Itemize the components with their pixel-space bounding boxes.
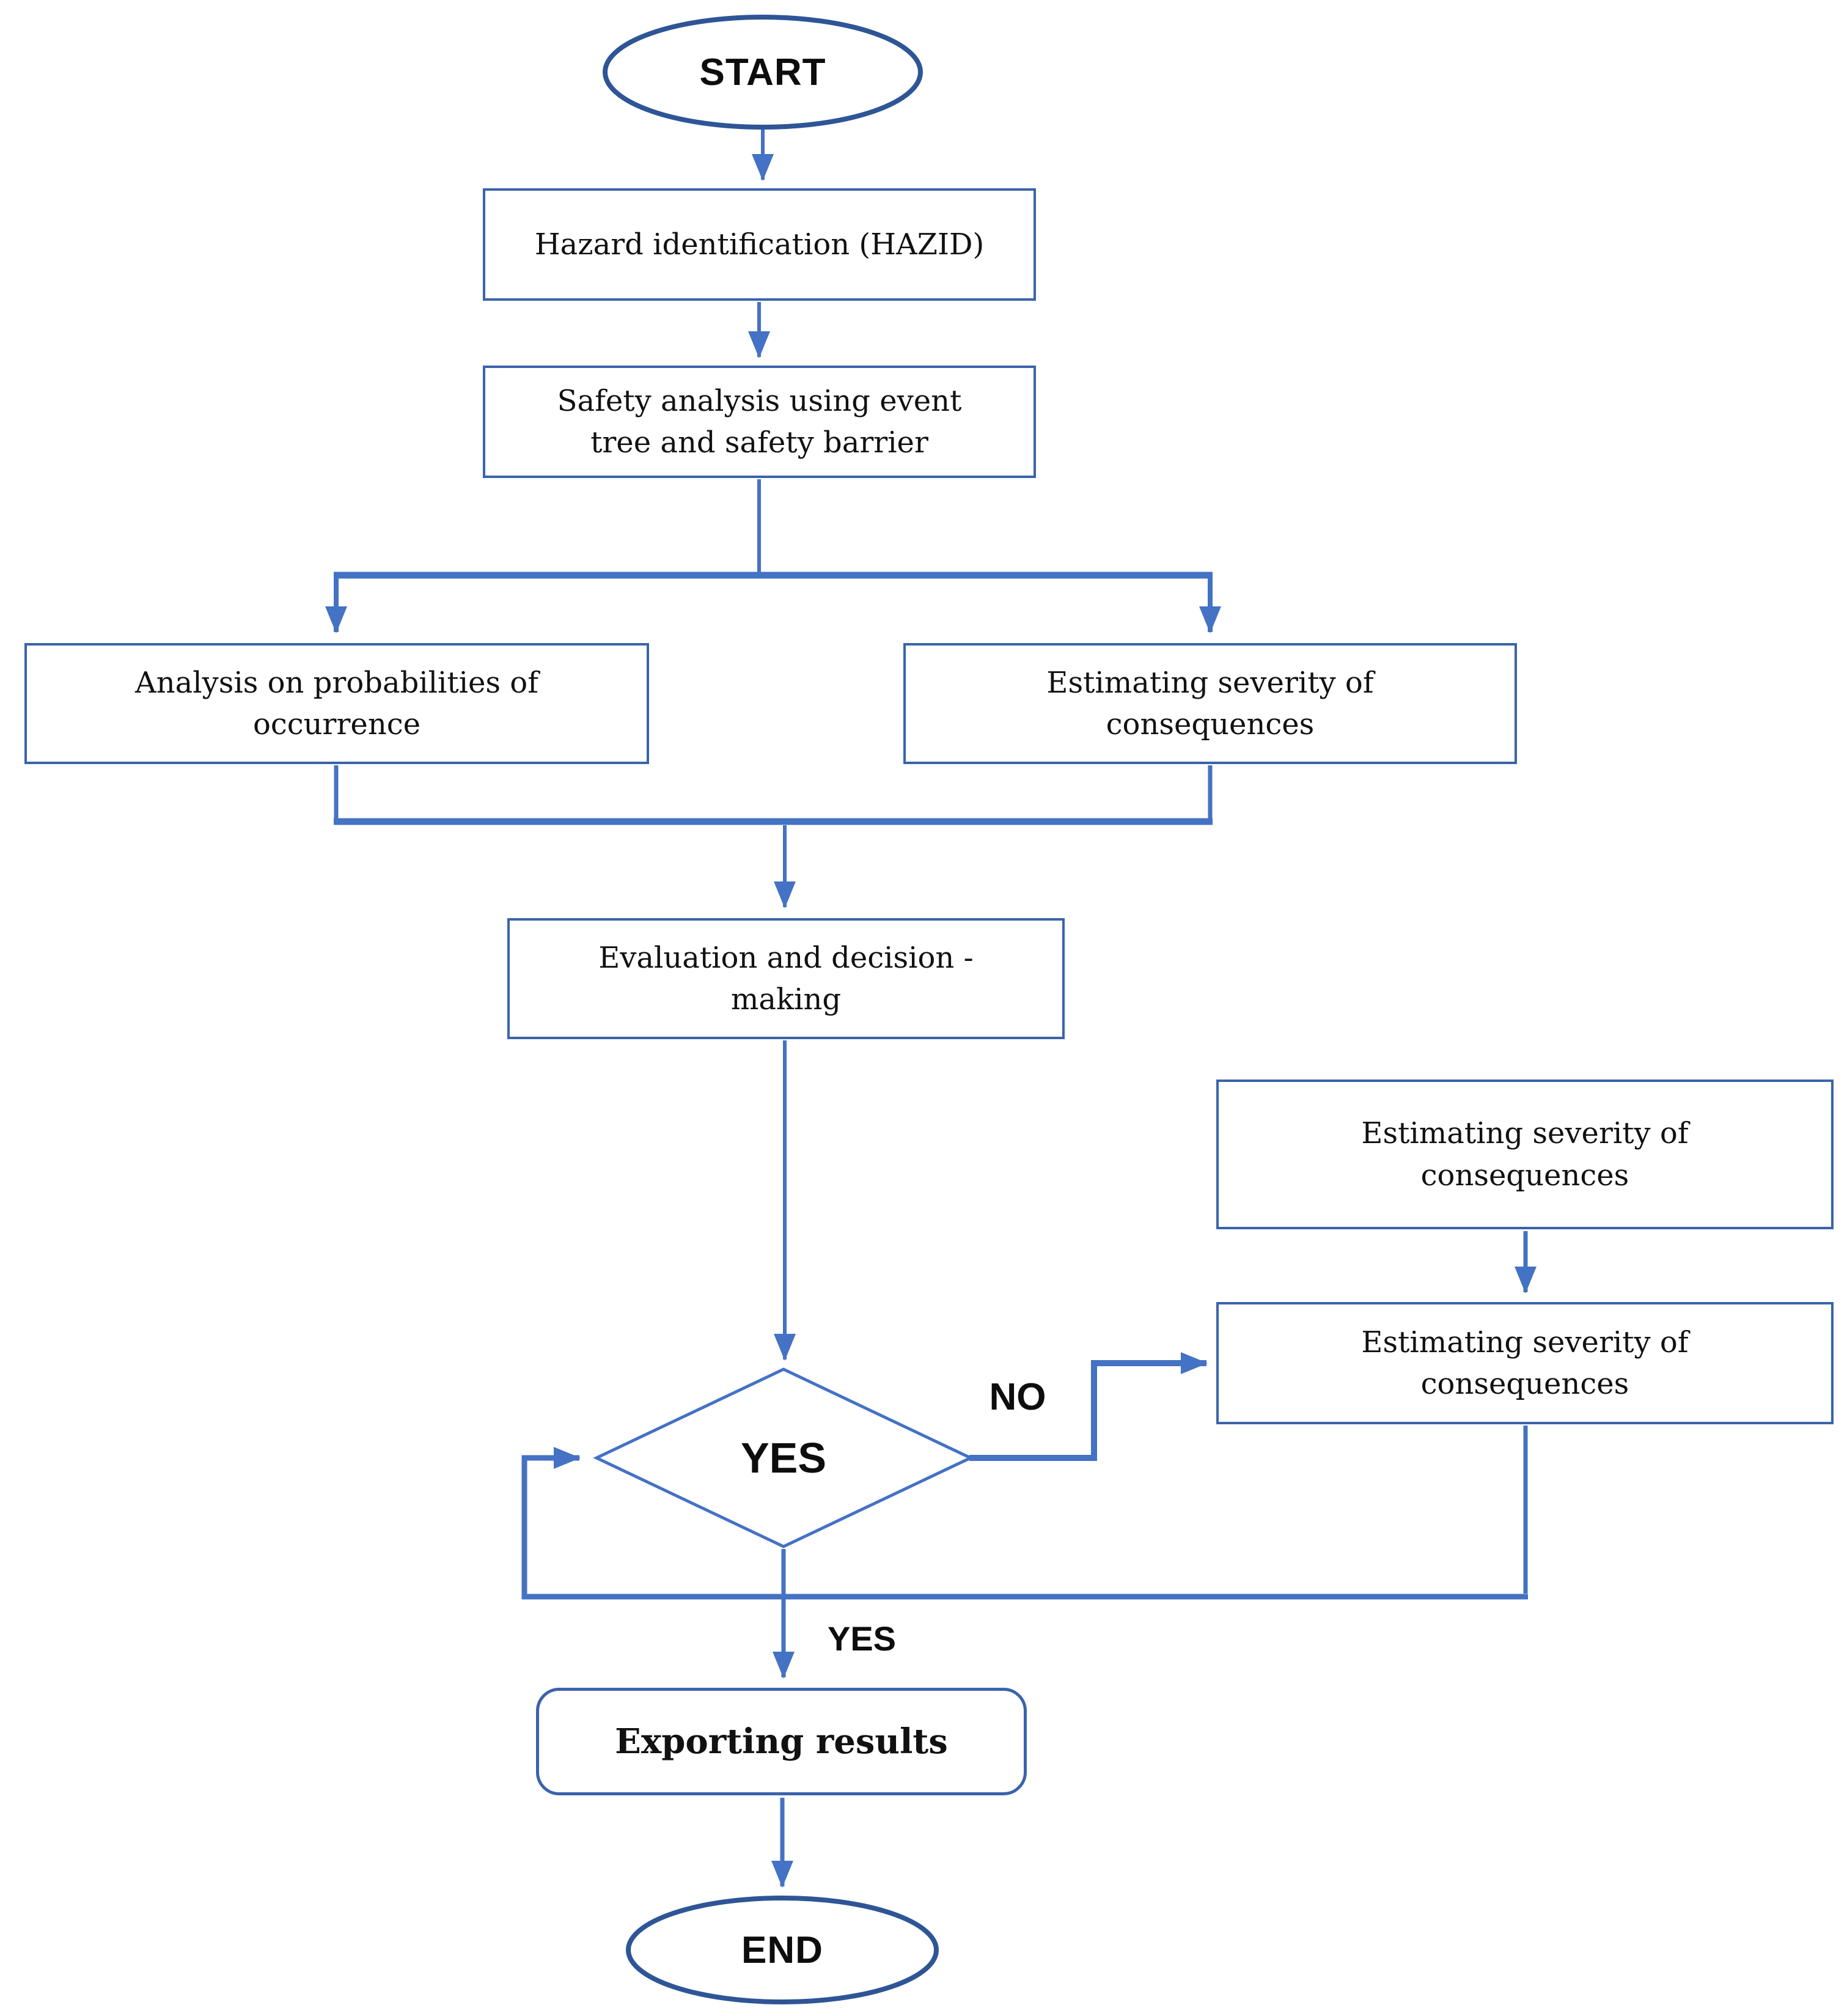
hazid-box: Hazard identification (HAZID) — [483, 188, 1036, 301]
severity-right-mid-label: Estimating severity of consequences — [1361, 1325, 1689, 1401]
severity-box-mid: Estimating severity of consequences — [903, 643, 1517, 764]
severity-right-top-label: Estimating severity of consequences — [1361, 1116, 1689, 1193]
severity-box-right-top: Estimating severity of consequences — [1216, 1080, 1834, 1229]
severity-box-right-mid: Estimating severity of consequences — [1216, 1302, 1834, 1424]
safety-analysis-box: Safety analysis using event tree and saf… — [483, 366, 1036, 478]
arrow-feedback-loop — [521, 1447, 1528, 1600]
end-ellipse-shape — [626, 1896, 939, 2004]
start-label: START — [699, 51, 826, 94]
decision-node: YES — [661, 1424, 906, 1492]
exporting-results-box: Exporting results — [536, 1688, 1027, 1795]
probability-analysis-box: Analysis on probabilities of occurrence — [24, 643, 649, 764]
probability-analysis-label: Analysis on probabilities of occurrence — [135, 665, 538, 741]
no-edge-label: NO — [989, 1375, 1046, 1418]
start-node: START — [605, 17, 920, 127]
evaluation-label: Evaluation and decision - making — [598, 940, 974, 1017]
safety-analysis-label: Safety analysis using event tree and saf… — [557, 383, 962, 460]
end-node: END — [628, 1898, 936, 2002]
yes-edge-label: YES — [827, 1619, 897, 1658]
exporting-results-label: Exporting results — [615, 1721, 948, 1762]
severity-mid-label: Estimating severity of consequences — [1046, 665, 1374, 741]
hazid-label: Hazard identification (HAZID) — [534, 227, 985, 262]
start-ellipse-shape — [603, 15, 923, 130]
decision-label: YES — [740, 1434, 827, 1482]
end-label: END — [741, 1929, 823, 1971]
decision-diamond-shape — [593, 1367, 974, 1548]
arrow-no-branch — [969, 1352, 1208, 1461]
evaluation-box: Evaluation and decision - making — [507, 918, 1065, 1039]
